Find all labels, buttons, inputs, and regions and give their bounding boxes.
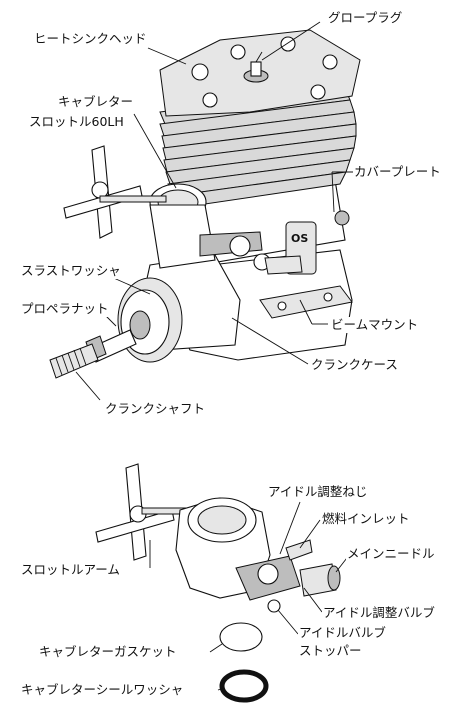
crankshaft xyxy=(49,329,137,379)
label-cover-plate: カバープレート xyxy=(353,164,442,180)
head-hole xyxy=(322,54,338,70)
glow-plug xyxy=(243,51,269,83)
beam-mount-hole xyxy=(277,301,287,311)
label-idle-valve-stopper-line1: アイドルバルブ xyxy=(298,625,387,641)
carburetor-exploded xyxy=(95,463,341,703)
carb-gasket xyxy=(219,622,263,652)
carburetor-on-engine xyxy=(149,183,303,275)
label-glow-plug: グロープラグ xyxy=(327,10,404,26)
label-thrust-washer: スラストワッシャ xyxy=(20,263,122,279)
head-hole xyxy=(310,84,326,100)
label-idle-valve-adjust: アイドル調整バルブ xyxy=(322,605,436,621)
head-hole xyxy=(202,92,218,108)
head-hole xyxy=(280,36,296,52)
carb-seal-washer xyxy=(219,669,269,703)
main-needle-part xyxy=(299,563,341,597)
label-idle-valve-stopper-line2: ストッパー xyxy=(298,643,363,659)
idle-stopper-pin xyxy=(267,599,281,613)
engine-assembly: OS xyxy=(49,29,361,379)
label-carburetor-line2: スロットル60LH xyxy=(28,114,125,130)
drive-hub xyxy=(117,277,183,363)
label-crankcase: クランクケース xyxy=(310,357,399,373)
label-carb-seal-washer: キャブレターシールワッシャ xyxy=(20,682,185,698)
cover-plate-bolt xyxy=(334,210,350,226)
label-carb-gasket: キャブレターガスケット xyxy=(38,644,178,660)
fuel-inlet-nipple xyxy=(285,539,313,561)
label-crankshaft: クランクシャフト xyxy=(104,401,207,417)
idle-screw-head xyxy=(257,563,279,585)
label-fuel-inlet: 燃料インレット xyxy=(321,511,411,527)
label-idle-screw: アイドル調整ねじ xyxy=(267,484,369,500)
throttle-arm-engine xyxy=(63,145,167,239)
head-hole xyxy=(191,63,209,81)
label-propeller-nut: プロペラナット xyxy=(20,301,110,317)
head-hole xyxy=(230,44,246,60)
brand-mark-text: OS xyxy=(291,232,308,245)
label-main-needle: メインニードル xyxy=(346,546,436,562)
beam-mount-hole xyxy=(323,292,333,302)
label-throttle-arm: スロットルアーム xyxy=(20,562,121,578)
label-heatsink-head: ヒートシンクヘッド xyxy=(33,31,148,47)
label-carburetor-line1: キャブレター xyxy=(57,94,135,110)
label-beam-mount: ビームマウント xyxy=(330,317,420,333)
